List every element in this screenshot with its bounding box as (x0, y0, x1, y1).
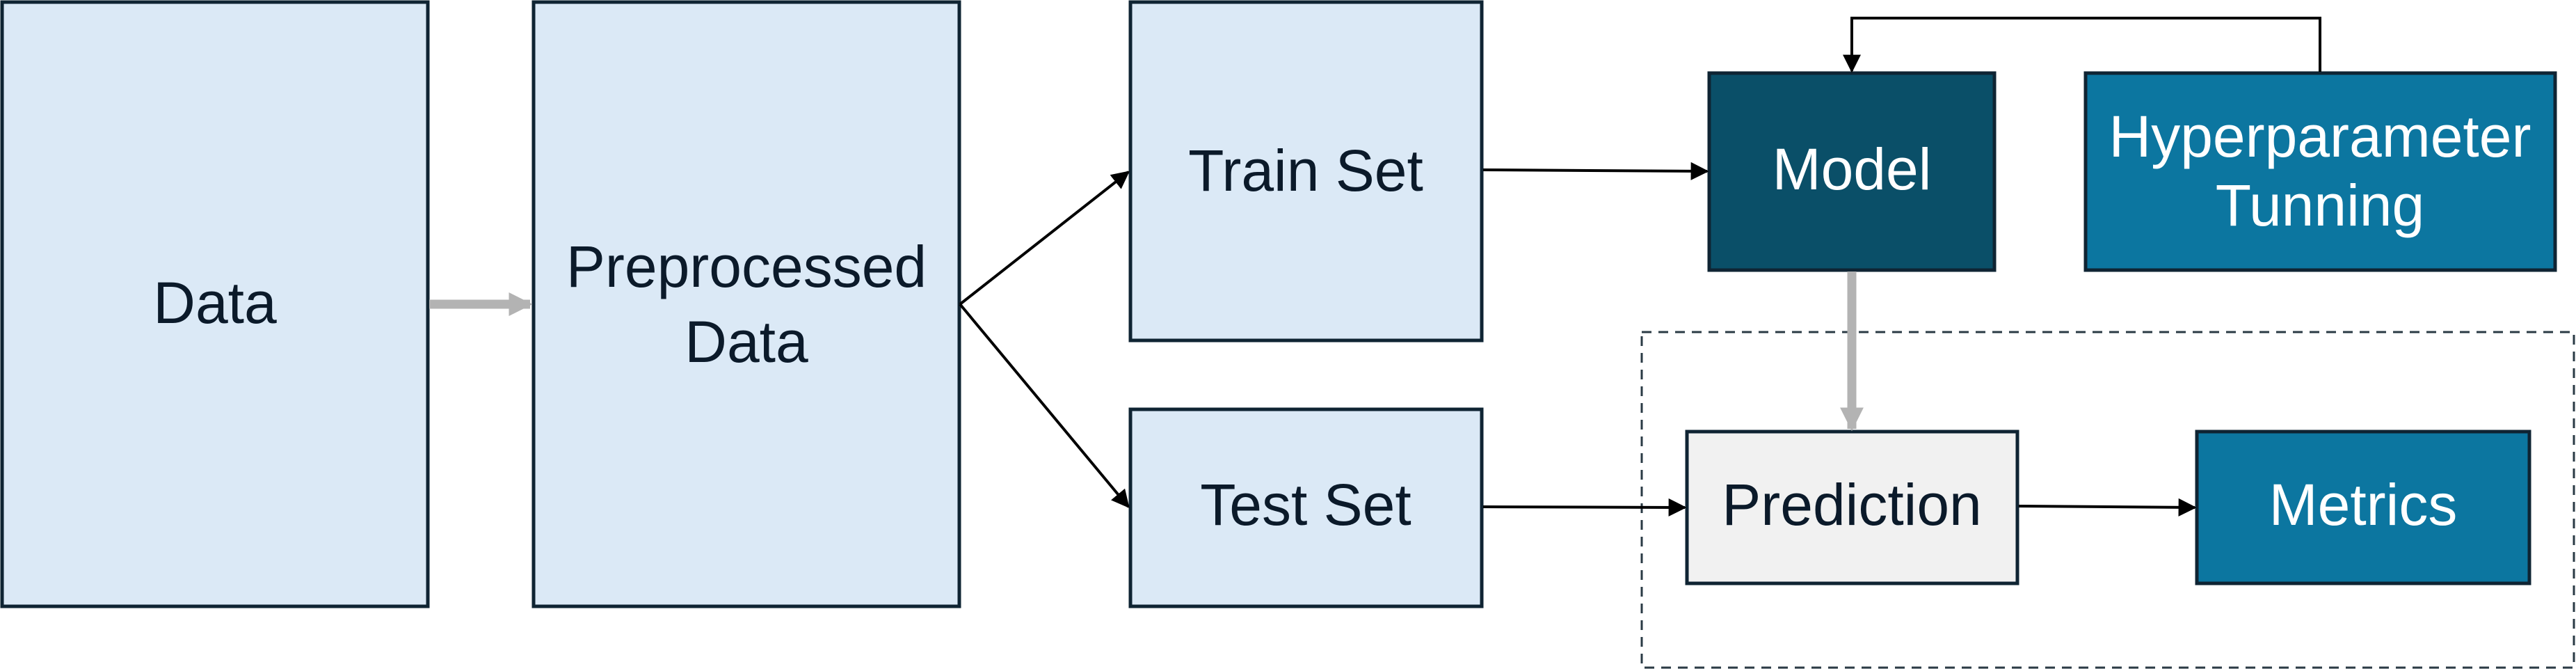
hyperparameter-tuning-node: Hyperparameter Tunning (2083, 71, 2557, 272)
arrow-train-to-model (1482, 162, 1709, 180)
arrow-prediction-to-metrics (2018, 498, 2197, 517)
test-set-node: Test Set (1128, 407, 1484, 608)
model-label: Model (1773, 136, 1932, 202)
train-set-node: Train Set (1128, 0, 1484, 343)
data-node: Data (0, 0, 430, 608)
metrics-node: Metrics (2195, 430, 2531, 585)
arrow-preprocessed-to-train (959, 171, 1130, 306)
hyperparameter-label-line1: Hyperparameter (2109, 104, 2531, 169)
model-node: Model (1707, 71, 1997, 272)
arrow-hyperparameter-to-model (1843, 17, 2321, 73)
preprocessed-data-node: Preprocessed Data (531, 0, 961, 608)
preprocessed-label-line1: Preprocessed (566, 234, 927, 299)
prediction-node: Prediction (1685, 430, 2019, 585)
data-label: Data (153, 270, 277, 336)
prediction-label: Prediction (1722, 472, 1982, 537)
hyperparameter-label-line2: Tunning (2216, 173, 2424, 238)
test-set-label: Test Set (1200, 472, 1411, 537)
arrow-preprocessed-to-test (959, 303, 1130, 508)
metrics-label: Metrics (2269, 472, 2458, 537)
preprocessed-label-line2: Data (685, 309, 808, 375)
train-set-label: Train Set (1188, 138, 1423, 203)
